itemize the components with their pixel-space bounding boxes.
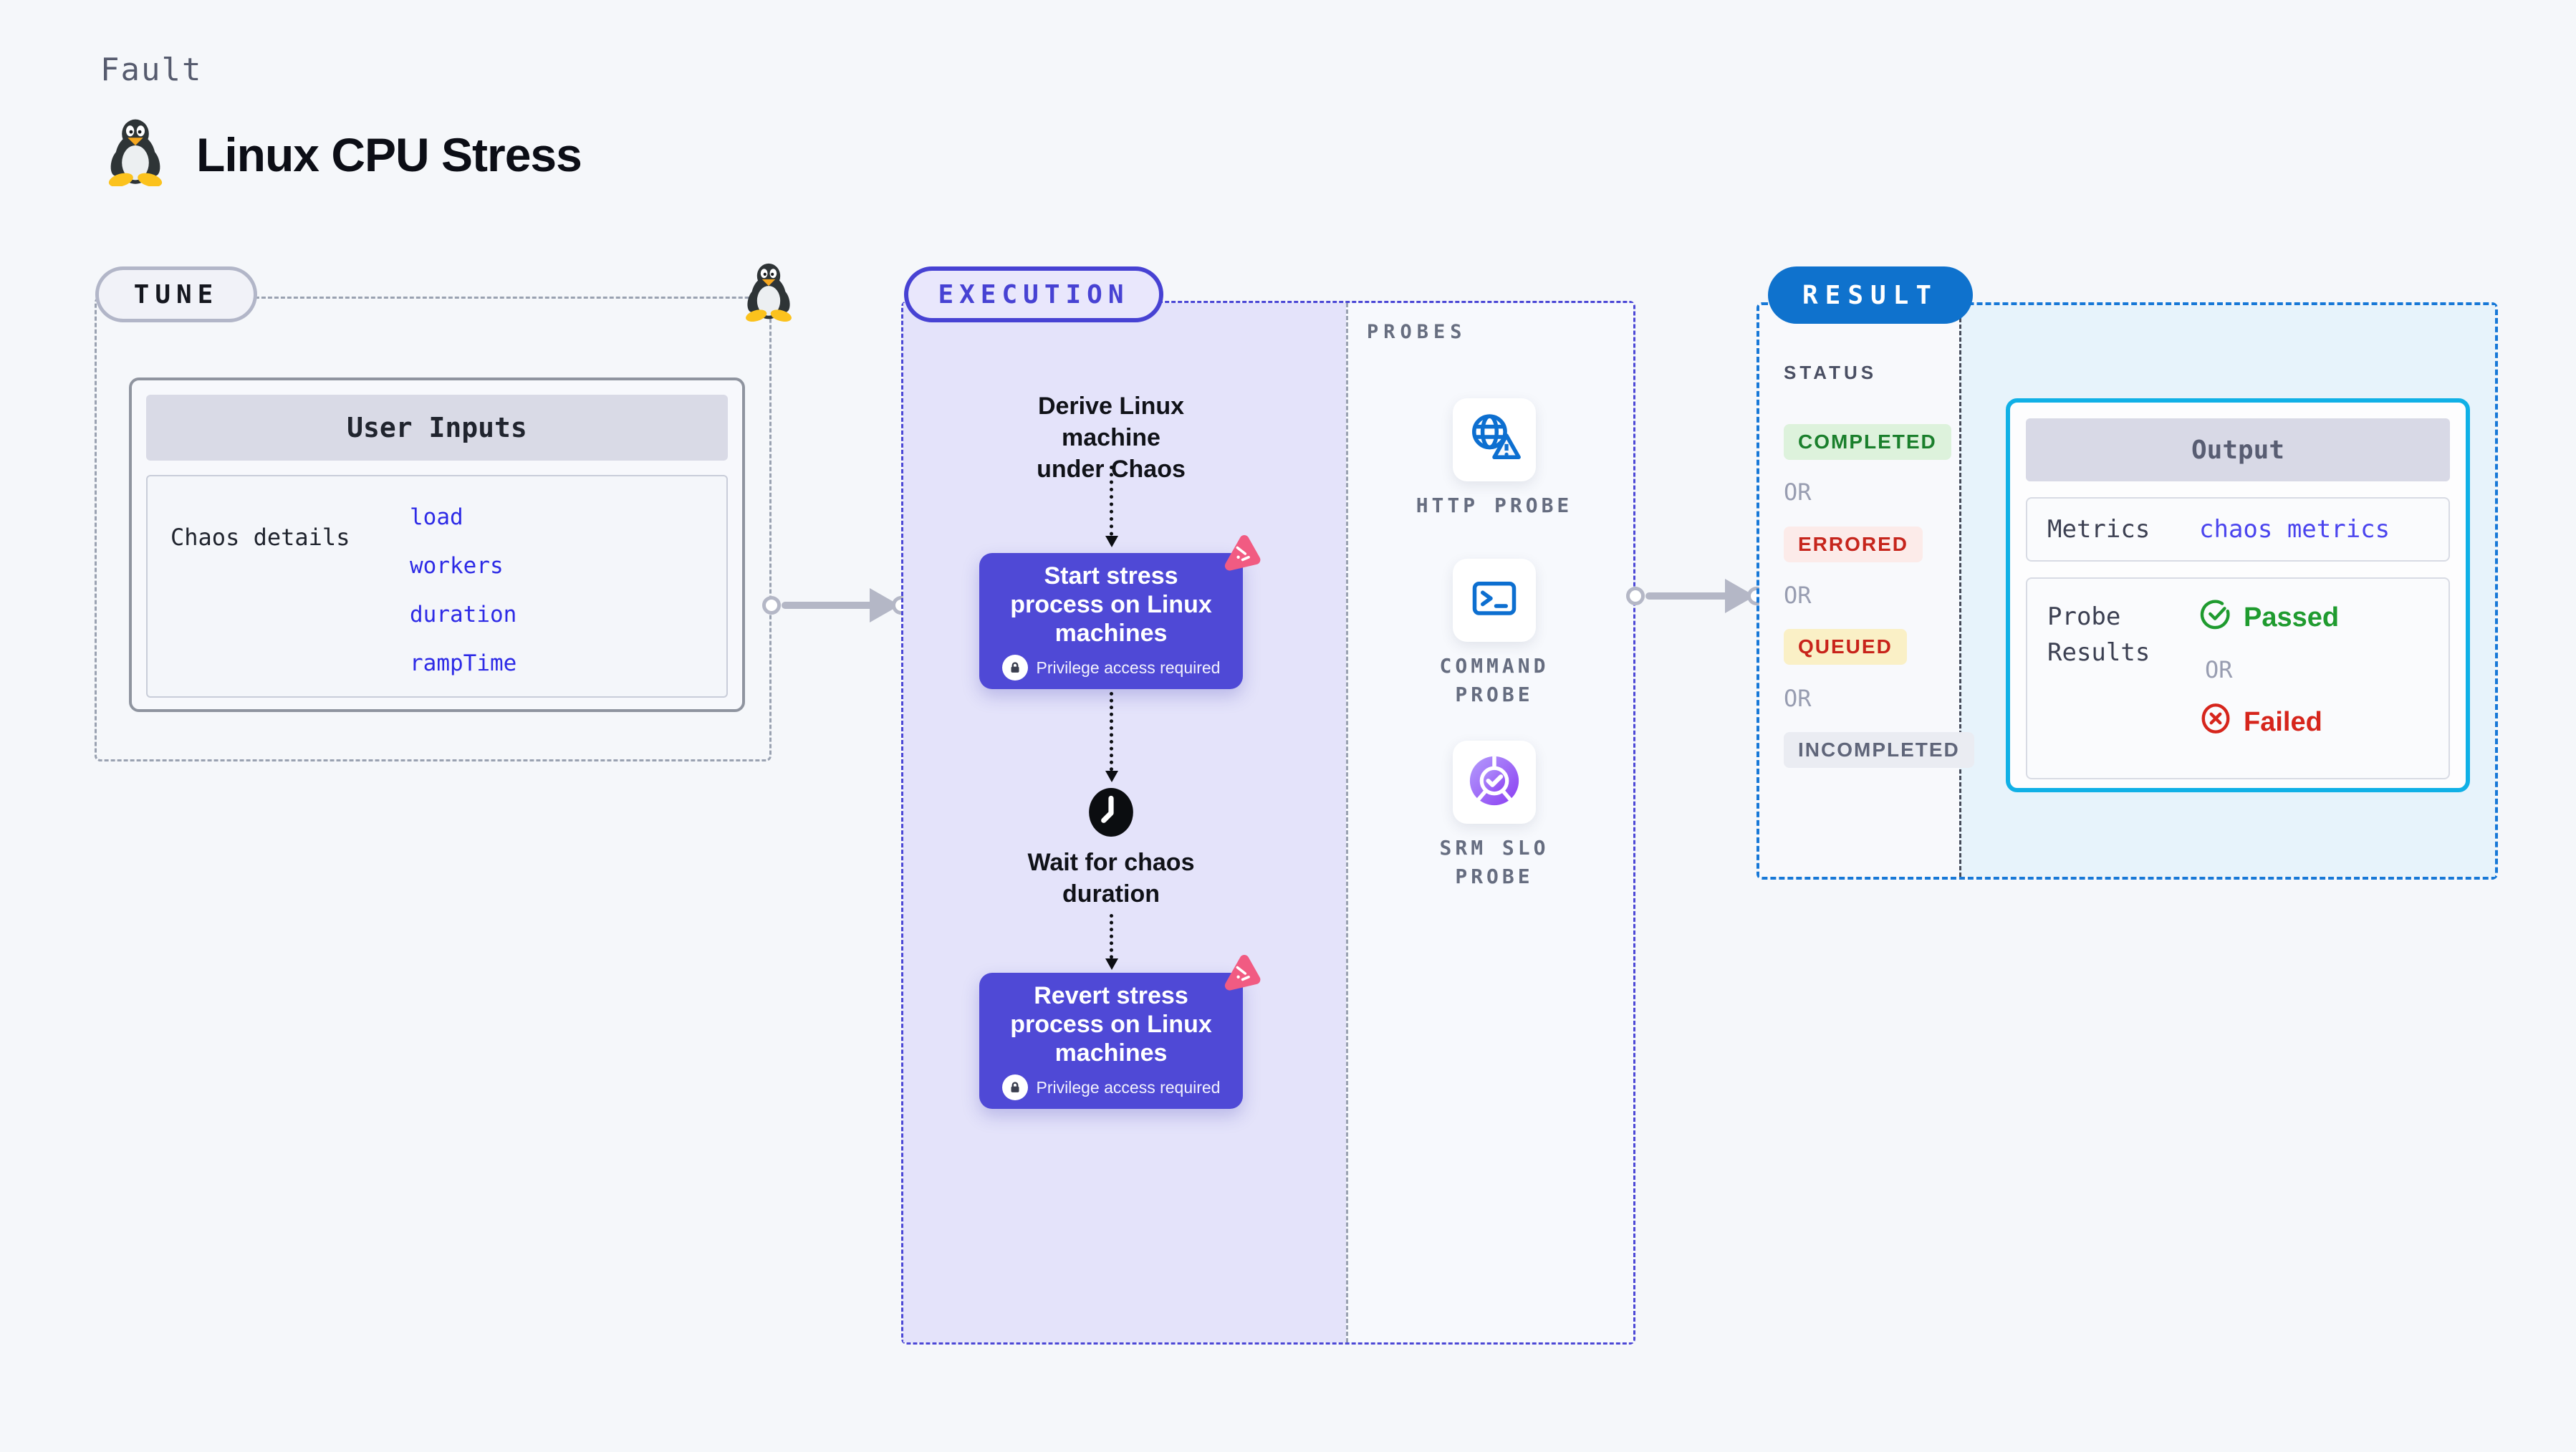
start-stress-node[interactable]: Start stress process on Linux machines P… <box>979 553 1243 689</box>
or-separator: OR <box>1784 582 1812 609</box>
input-link-ramptime[interactable]: rampTime <box>410 650 517 676</box>
linux-tux-corner-icon <box>742 258 795 324</box>
result-badge: RESULT <box>1768 266 1973 324</box>
arrow-execution-to-result <box>1626 577 1766 615</box>
chaos-logo-icon <box>1219 533 1261 574</box>
lock-icon <box>1001 655 1028 681</box>
privilege-row: Privilege access required <box>1001 1074 1221 1100</box>
chaos-details-row: Chaos details load workers duration ramp… <box>146 475 728 698</box>
input-link-workers[interactable]: workers <box>410 553 504 579</box>
privilege-note: Privilege access required <box>1036 1077 1221 1097</box>
or-separator: OR <box>2205 656 2233 683</box>
privilege-note: Privilege access required <box>1036 658 1221 677</box>
http-probe-card <box>1453 398 1536 481</box>
flow-connector-1 <box>1105 466 1118 547</box>
or-separator: OR <box>1784 479 1812 506</box>
status-area <box>1759 305 1959 877</box>
status-badge-incompleted: INCOMPLETED <box>1784 732 1974 768</box>
wait-duration-text: Wait for chaos duration <box>1027 849 1195 908</box>
or-separator: OR <box>1784 685 1812 712</box>
execution-probes-divider <box>1346 303 1348 1342</box>
command-probe-card <box>1453 559 1536 642</box>
probe-results-label: Probe Results <box>2047 602 2150 667</box>
metrics-label: Metrics <box>2047 515 2150 544</box>
failed-label: Failed <box>2244 706 2322 737</box>
metrics-row: Metrics chaos metrics <box>2026 497 2450 562</box>
fault-kicker: Fault <box>100 52 203 88</box>
lock-icon <box>1001 1074 1028 1100</box>
chaos-metrics-link[interactable]: chaos metrics <box>2199 515 2390 544</box>
privilege-row: Privilege access required <box>1001 655 1221 681</box>
output-card: Output Metrics chaos metrics Probe Resul… <box>2006 398 2470 792</box>
status-badge-queued: QUEUED <box>1784 629 1907 665</box>
user-inputs-card: User Inputs Chaos details load workers d… <box>129 378 745 712</box>
linux-tux-icon <box>105 116 166 187</box>
verdict-passed: Passed <box>2199 597 2339 638</box>
status-badge-errored: ERRORED <box>1784 527 1923 562</box>
passed-label: Passed <box>2244 602 2340 633</box>
chaos-logo-icon <box>1219 953 1261 994</box>
srm-slo-probe-card <box>1453 741 1536 824</box>
command-probe-label: COMMAND PROBE <box>1439 654 1549 706</box>
page-title: Linux CPU Stress <box>196 128 582 181</box>
check-circle-icon <box>2199 597 2232 638</box>
chaos-details-label: Chaos details <box>170 524 350 551</box>
probe-results-row: Probe Results Passed OR <box>2026 577 2450 779</box>
probes-label: PROBES <box>1367 321 1467 343</box>
verdict-failed: Failed <box>2199 702 2339 742</box>
http-probe-label: HTTP PROBE <box>1416 494 1573 517</box>
slo-pie-icon <box>1464 751 1524 814</box>
clock-icon <box>1087 787 1135 838</box>
tune-badge: TUNE <box>95 266 257 322</box>
flow-connector-3 <box>1105 914 1118 970</box>
execution-badge: EXECUTION <box>904 266 1163 322</box>
status-label: STATUS <box>1784 362 1878 383</box>
revert-stress-title: Revert stress process on Linux machines <box>1010 982 1212 1067</box>
start-stress-title: Start stress process on Linux machines <box>1010 562 1212 647</box>
input-link-duration[interactable]: duration <box>410 602 517 628</box>
status-output-divider <box>1959 305 1961 877</box>
terminal-icon <box>1466 570 1523 631</box>
status-badge-completed: COMPLETED <box>1784 424 1951 460</box>
x-circle-icon <box>2199 702 2232 742</box>
input-link-load[interactable]: load <box>410 504 463 530</box>
revert-stress-node[interactable]: Revert stress process on Linux machines … <box>979 973 1243 1109</box>
flow-connector-2 <box>1105 692 1118 782</box>
output-title: Output <box>2026 418 2450 481</box>
derive-machine-text: Derive Linux machine under Chaos <box>1037 393 1186 483</box>
tune-group-box <box>95 297 772 761</box>
arrow-tune-to-execution <box>762 587 910 624</box>
srm-slo-probe-label: SRM SLO PROBE <box>1439 836 1549 888</box>
globe-alert-icon <box>1464 408 1524 472</box>
user-inputs-title: User Inputs <box>146 395 728 461</box>
